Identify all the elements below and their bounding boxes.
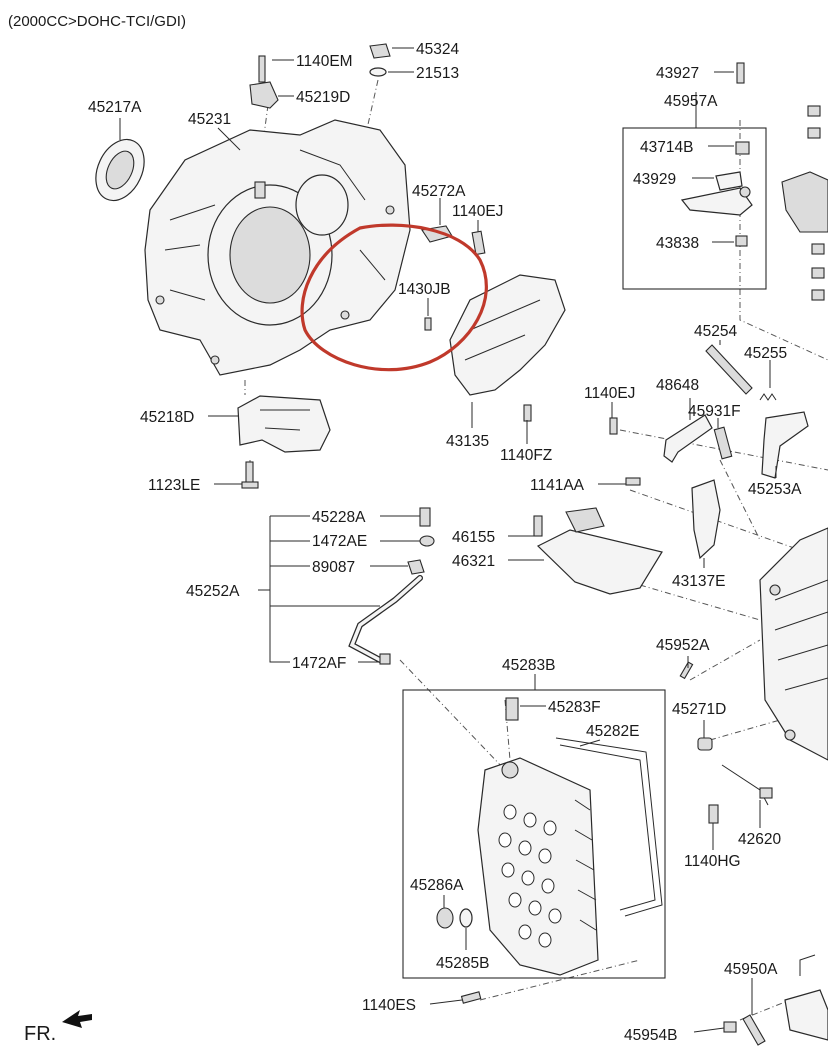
- bolt-1140ES: [460, 991, 482, 1004]
- label-43137E: 43137E: [672, 573, 725, 590]
- label-45324: 45324: [416, 41, 459, 58]
- fr-label: FR.: [24, 1023, 56, 1045]
- label-1140EJ-b: 1140EJ: [584, 385, 635, 402]
- label-45282E: 45282E: [586, 723, 639, 740]
- mount-bracket-45218D: [237, 395, 331, 489]
- label-45252A: 45252A: [186, 583, 240, 600]
- label-1123LE: 1123LE: [148, 477, 200, 494]
- oil-seal-45217A: [95, 138, 145, 202]
- label-1140FZ: 1140FZ: [500, 447, 552, 464]
- label-46155: 46155: [452, 529, 495, 546]
- label-1141AA: 1141AA: [530, 477, 585, 494]
- label-1472AF: 1472AF: [292, 655, 346, 672]
- label-1472AE: 1472AE: [312, 533, 367, 550]
- label-45253A: 45253A: [748, 481, 802, 498]
- label-45954B: 45954B: [624, 1027, 677, 1044]
- label-42620: 42620: [738, 831, 781, 848]
- label-1140ES: 1140ES: [362, 997, 416, 1014]
- leader-lines: [119, 47, 777, 1033]
- front-direction-marker: FR.: [24, 1010, 92, 1045]
- label-43929: 43929: [633, 171, 676, 188]
- label-45217A: 45217A: [88, 99, 142, 116]
- label-45283F: 45283F: [548, 699, 601, 716]
- label-45255: 45255: [744, 345, 787, 362]
- label-45271D: 45271D: [672, 701, 726, 718]
- shield-43137E: [691, 479, 721, 560]
- label-48648: 48648: [656, 377, 699, 394]
- bolt-1140FZ: [523, 404, 532, 422]
- plug-45324: [369, 43, 391, 77]
- detent-parts: [680, 62, 753, 247]
- label-45228A: 45228A: [312, 509, 366, 526]
- label-1140HG: 1140HG: [684, 853, 741, 870]
- transaxle-housing: [144, 119, 411, 376]
- valve-body-partial: [759, 527, 828, 761]
- bracket-45219D: [249, 55, 279, 109]
- engine-variant-header: (2000CC>DOHC-TCI/GDI): [8, 13, 186, 30]
- label-45254: 45254: [694, 323, 737, 340]
- label-45231: 45231: [188, 111, 231, 128]
- label-46321: 46321: [452, 553, 495, 570]
- group-box-45957A: [622, 127, 767, 290]
- converter-cover-43135: [449, 274, 566, 396]
- label-45931F: 45931F: [688, 403, 741, 420]
- label-21513: 21513: [416, 65, 459, 82]
- label-45272A: 45272A: [412, 183, 466, 200]
- sensor-45950A: [723, 954, 828, 1046]
- oil-pan-assembly: [436, 697, 663, 976]
- label-45957A: 45957A: [664, 93, 718, 110]
- parking-mechanism: [609, 344, 809, 486]
- label-45952A: 45952A: [656, 637, 710, 654]
- label-43838: 43838: [656, 235, 699, 252]
- label-89087: 89087: [312, 559, 355, 576]
- breather-hose-45252A: [258, 507, 435, 665]
- part-labels: 1140EM 45324 21513 45219D 45217A 45231 4…: [88, 41, 802, 1044]
- label-1140EM: 1140EM: [296, 53, 353, 70]
- inhibitor-switch: [781, 105, 828, 301]
- label-45950A: 45950A: [724, 961, 778, 978]
- label-45285B: 45285B: [436, 955, 489, 972]
- oil-strainer-46321: [533, 507, 663, 595]
- label-43927: 43927: [656, 65, 699, 82]
- label-1430JB: 1430JB: [398, 281, 451, 298]
- label-45283B: 45283B: [502, 657, 555, 674]
- label-45219D: 45219D: [296, 89, 350, 106]
- label-43714B: 43714B: [640, 139, 693, 156]
- group-box-45283B: [402, 689, 666, 979]
- label-45218D: 45218D: [140, 409, 194, 426]
- highlight-circle: [300, 223, 488, 372]
- small-parts-right: [679, 661, 773, 824]
- label-45286A: 45286A: [410, 877, 464, 894]
- pin-1430JB: [424, 317, 432, 331]
- label-1140EJ-a: 1140EJ: [452, 203, 503, 220]
- label-43135: 43135: [446, 433, 489, 450]
